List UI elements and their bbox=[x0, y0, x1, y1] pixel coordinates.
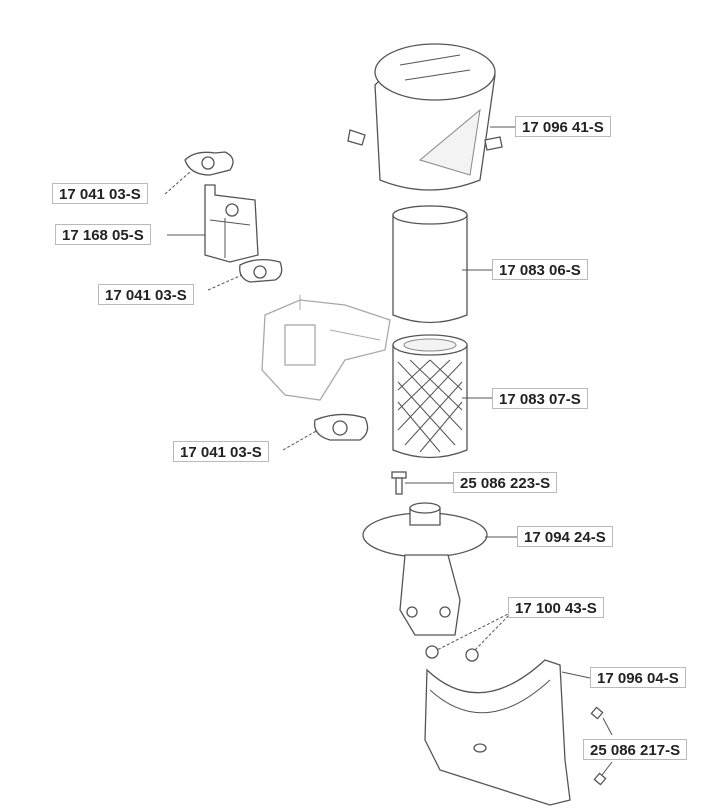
air-filter-cover-drawing bbox=[347, 43, 503, 191]
callout-air-filter-cover[interactable]: 17 096 41-S bbox=[515, 116, 611, 137]
filter-element-drawing bbox=[392, 334, 468, 459]
callout-pre-filter[interactable]: 17 083 06-S bbox=[492, 259, 588, 280]
callout-filter-base[interactable]: 17 094 24-S bbox=[517, 526, 613, 547]
callout-gasket-bottom[interactable]: 17 041 03-S bbox=[173, 441, 269, 462]
gaskets-drawing bbox=[184, 151, 369, 441]
callout-screw-top[interactable]: 25 086 223-S bbox=[453, 472, 558, 493]
pre-filter-drawing bbox=[392, 205, 468, 324]
callout-gasket-middle[interactable]: 17 041 03-S bbox=[98, 284, 194, 305]
filter-base-drawing bbox=[362, 502, 488, 636]
screw-top-drawing bbox=[391, 471, 407, 495]
screws-bottom-drawing bbox=[590, 706, 607, 786]
callout-insulator-bracket[interactable]: 17 168 05-S bbox=[55, 224, 151, 245]
carburetor-drawing bbox=[261, 295, 391, 401]
nuts-drawing bbox=[425, 645, 479, 662]
callout-air-filter-element[interactable]: 17 083 07-S bbox=[492, 388, 588, 409]
callout-shield[interactable]: 17 096 04-S bbox=[590, 667, 686, 688]
callout-nuts[interactable]: 17 100 43-S bbox=[508, 597, 604, 618]
shield-drawing bbox=[424, 659, 571, 806]
callout-screws-bottom[interactable]: 25 086 217-S bbox=[583, 739, 688, 760]
callout-gasket-top[interactable]: 17 041 03-S bbox=[52, 183, 148, 204]
leader-lines bbox=[164, 126, 613, 776]
